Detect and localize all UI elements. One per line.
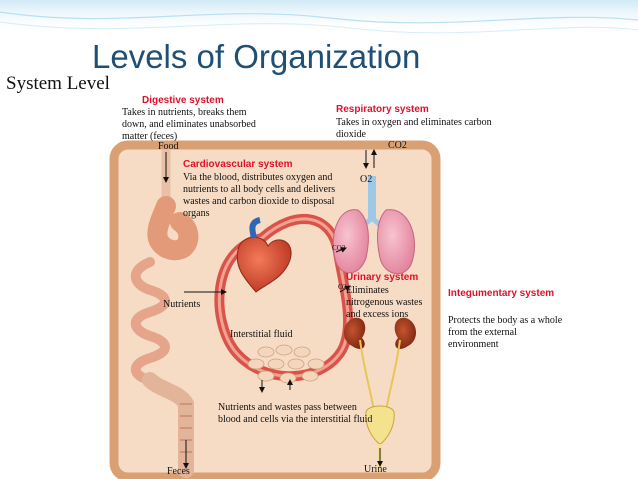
- lungs: [332, 176, 415, 274]
- urinary-heading: Urinary system: [346, 272, 419, 283]
- slide-title: Levels of Organization: [92, 38, 421, 75]
- urine-label: Urine: [364, 464, 387, 475]
- flow-arrows: [163, 149, 383, 469]
- header-waves: [0, 0, 638, 34]
- feces-label: Feces: [167, 466, 190, 477]
- blood-vessel-loop: [214, 214, 353, 382]
- o2-label-top: O2: [360, 174, 373, 185]
- urinary-description: Eliminates nitrogenous wastes and excess…: [346, 285, 423, 320]
- heart: [236, 236, 292, 293]
- integumentary-description: Protects the body as a whole from the ex…: [448, 315, 563, 350]
- digestive-description: Takes in nutrients, breaks them down, an…: [122, 107, 256, 142]
- cardiovascular-heading: Cardiovascular system: [183, 159, 293, 170]
- respiratory-heading: Respiratory system: [336, 104, 429, 115]
- respiratory-description: Takes in oxygen and eliminates carbon di…: [336, 117, 492, 140]
- digestive-heading: Digestive system: [142, 95, 224, 106]
- digestive-tract: [130, 150, 199, 478]
- slide-subtitle: System Level: [6, 73, 110, 94]
- cardiovascular-description: Via the blood, distributes oxygen and nu…: [183, 172, 336, 219]
- exchange-note: Nutrients and wastes pass between blood …: [218, 402, 373, 425]
- food-label: Food: [158, 141, 179, 152]
- co2-label-top: CO2: [388, 140, 407, 151]
- co2-label-lungs: CO2: [332, 244, 346, 252]
- integumentary-heading: Integumentary system: [448, 288, 555, 299]
- interstitial-fluid-label: Interstitial fluid: [230, 329, 293, 340]
- nutrients-label: Nutrients: [163, 299, 201, 310]
- urinary-organs: [343, 317, 417, 472]
- o2-label-lungs: O2: [338, 283, 347, 291]
